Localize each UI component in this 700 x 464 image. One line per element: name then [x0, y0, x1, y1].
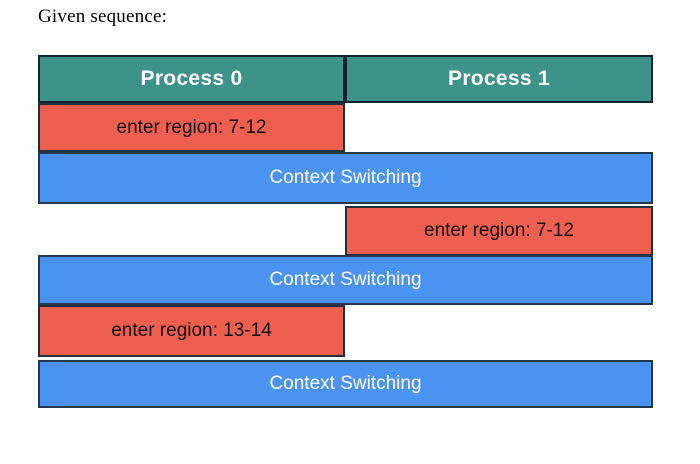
diagram-header-row: Process 0 Process 1 [38, 55, 653, 103]
column-header-process-0: Process 0 [38, 55, 345, 103]
timeline-row-enter-region-p1: enter region: 7-12 [38, 206, 653, 256]
context-switch-block-first: Context Switching [38, 152, 653, 204]
idle-block-p1-second [345, 305, 653, 357]
context-switch-block-third: Context Switching [38, 360, 653, 408]
column-header-process-1: Process 1 [345, 55, 653, 103]
page-title: Given sequence: [38, 6, 168, 27]
timeline-row-context-switch-second: Context Switching [38, 255, 653, 305]
timeline-row-context-switch-first: Context Switching [38, 152, 653, 204]
critical-section-block-p0-13-14: enter region: 13-14 [38, 305, 345, 357]
critical-section-block-p0-7-12: enter region: 7-12 [38, 103, 345, 152]
idle-block-p0-second [38, 206, 345, 256]
idle-block-p1-first [345, 103, 653, 152]
context-switch-block-second: Context Switching [38, 255, 653, 305]
timeline-row-enter-region-p0-first: enter region: 7-12 [38, 103, 653, 152]
timeline-row-context-switch-third: Context Switching [38, 360, 653, 408]
timeline-row-enter-region-p0-second: enter region: 13-14 [38, 305, 653, 357]
process-timeline-diagram: Process 0 Process 1 enter region: 7-12 C… [38, 55, 653, 408]
critical-section-block-p1-7-12: enter region: 7-12 [345, 206, 653, 256]
